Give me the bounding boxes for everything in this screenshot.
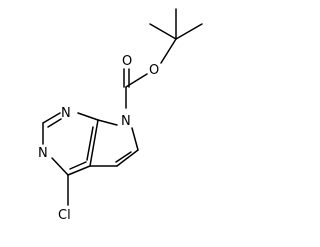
atom-labels: N N N O O Cl: [38, 54, 159, 223]
atom-label-n3: N: [38, 146, 48, 161]
bond-c4-to-c4a-outer: [67, 165, 91, 176]
bond-n3-to-c4: [51, 157, 69, 176]
bonds: [42, 8, 203, 206]
bond-n7-to-c7a: [97, 119, 118, 126]
chemical-structure: N N N O O Cl: [38, 8, 203, 223]
bond-c6-c5-double-outer: [116, 149, 139, 167]
bond-tbu-methyl-right: [175, 23, 203, 40]
atom-label-n7: N: [121, 114, 131, 129]
bond-c6-c5-double-inner: [115, 151, 132, 163]
bond-n1-to-c2-inner: [47, 118, 62, 128]
bond-tbu-to-ester-oxygen: [160, 38, 177, 64]
bond-c7a-c4a: [89, 119, 99, 167]
atom-label-n1: N: [61, 106, 71, 121]
bond-n1-to-c2: [42, 112, 61, 124]
atom-label-carbonyl-oxygen: O: [122, 54, 132, 69]
bond-tbu-methyl-left: [149, 23, 177, 40]
atom-label-chlorine: Cl: [58, 208, 71, 223]
bond-c7a-to-n1: [77, 112, 99, 121]
bond-n7-to-c6: [131, 127, 139, 151]
bond-c4-to-c4a-inner: [69, 161, 87, 170]
bond-c7a-c4a-inner: [86, 126, 94, 161]
atom-label-ester-oxygen: O: [149, 63, 159, 78]
